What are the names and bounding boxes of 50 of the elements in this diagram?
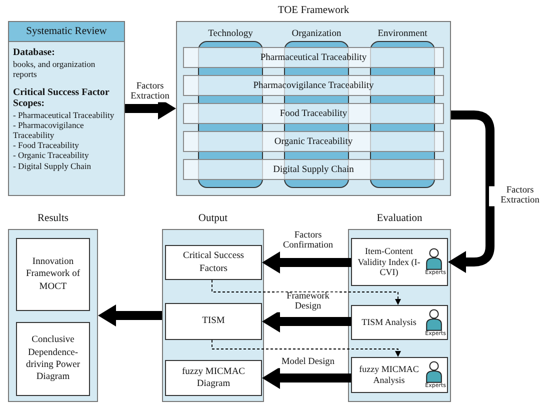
group-title: Results [36, 212, 70, 226]
arrow [212, 340, 401, 357]
box-label: fuzzy MICMAC Analysis [358, 363, 420, 387]
edge-label: Framework Design [277, 292, 339, 312]
column-title: Environment [376, 28, 428, 40]
process-box [165, 303, 262, 340]
process-box [165, 360, 262, 396]
arrow [262, 310, 351, 332]
band [183, 75, 444, 96]
column-title: Technology [207, 28, 254, 40]
process-box [16, 238, 90, 311]
column-title: Organization [290, 28, 342, 40]
band [183, 131, 444, 152]
box-label: Critical Success Factors [182, 250, 245, 275]
text: books, and organization reports [12, 58, 96, 79]
band-label: Pharmacovigilance Traceability [253, 80, 374, 90]
arrow [262, 252, 351, 274]
section-heading: Database: [12, 47, 56, 59]
section-heading: Critical Success Factor Scopes: [12, 86, 110, 110]
band [183, 159, 444, 180]
arrow [98, 304, 162, 326]
process-box [351, 238, 448, 286]
arrow [262, 367, 351, 389]
group-title: Output [197, 212, 229, 226]
band-label: Digital Supply Chain [273, 164, 354, 174]
process-box [16, 322, 90, 396]
band-label: Food Traceability [280, 108, 348, 118]
process-box [351, 357, 448, 393]
box-label: TISM [202, 315, 225, 328]
list-item: - Organic Traceability [12, 150, 90, 161]
group-title: Evaluation [376, 212, 424, 226]
group-title: TOE Framework [276, 4, 350, 18]
band [183, 47, 444, 68]
panel [8, 21, 125, 196]
list-item: - Pharmacovigilance Traceability [12, 120, 85, 140]
panel-header: Systematic Review [9, 22, 124, 42]
band-label: Pharmaceutical Traceability [260, 52, 367, 62]
process-box [351, 305, 448, 340]
band [183, 103, 444, 124]
band-label: Organic Traceability [274, 136, 353, 146]
list-item: - Digital Supply Chain [12, 160, 92, 171]
process-box [165, 245, 262, 280]
box-label: Item-Content Validity Index (I-CVI) [356, 244, 422, 280]
box-label: TISM Analysis [360, 316, 418, 330]
box-label: Conclusive Dependence-driving Power Diagram [24, 334, 82, 384]
list-item: - Pharmaceutical Traceability [12, 110, 116, 120]
box-label: fuzzy MICMAC Diagram [180, 366, 246, 390]
list-item: - Food Traceability [12, 140, 80, 150]
box-label: Innovation Framework of MOCT [24, 256, 82, 294]
arrow [212, 280, 401, 305]
